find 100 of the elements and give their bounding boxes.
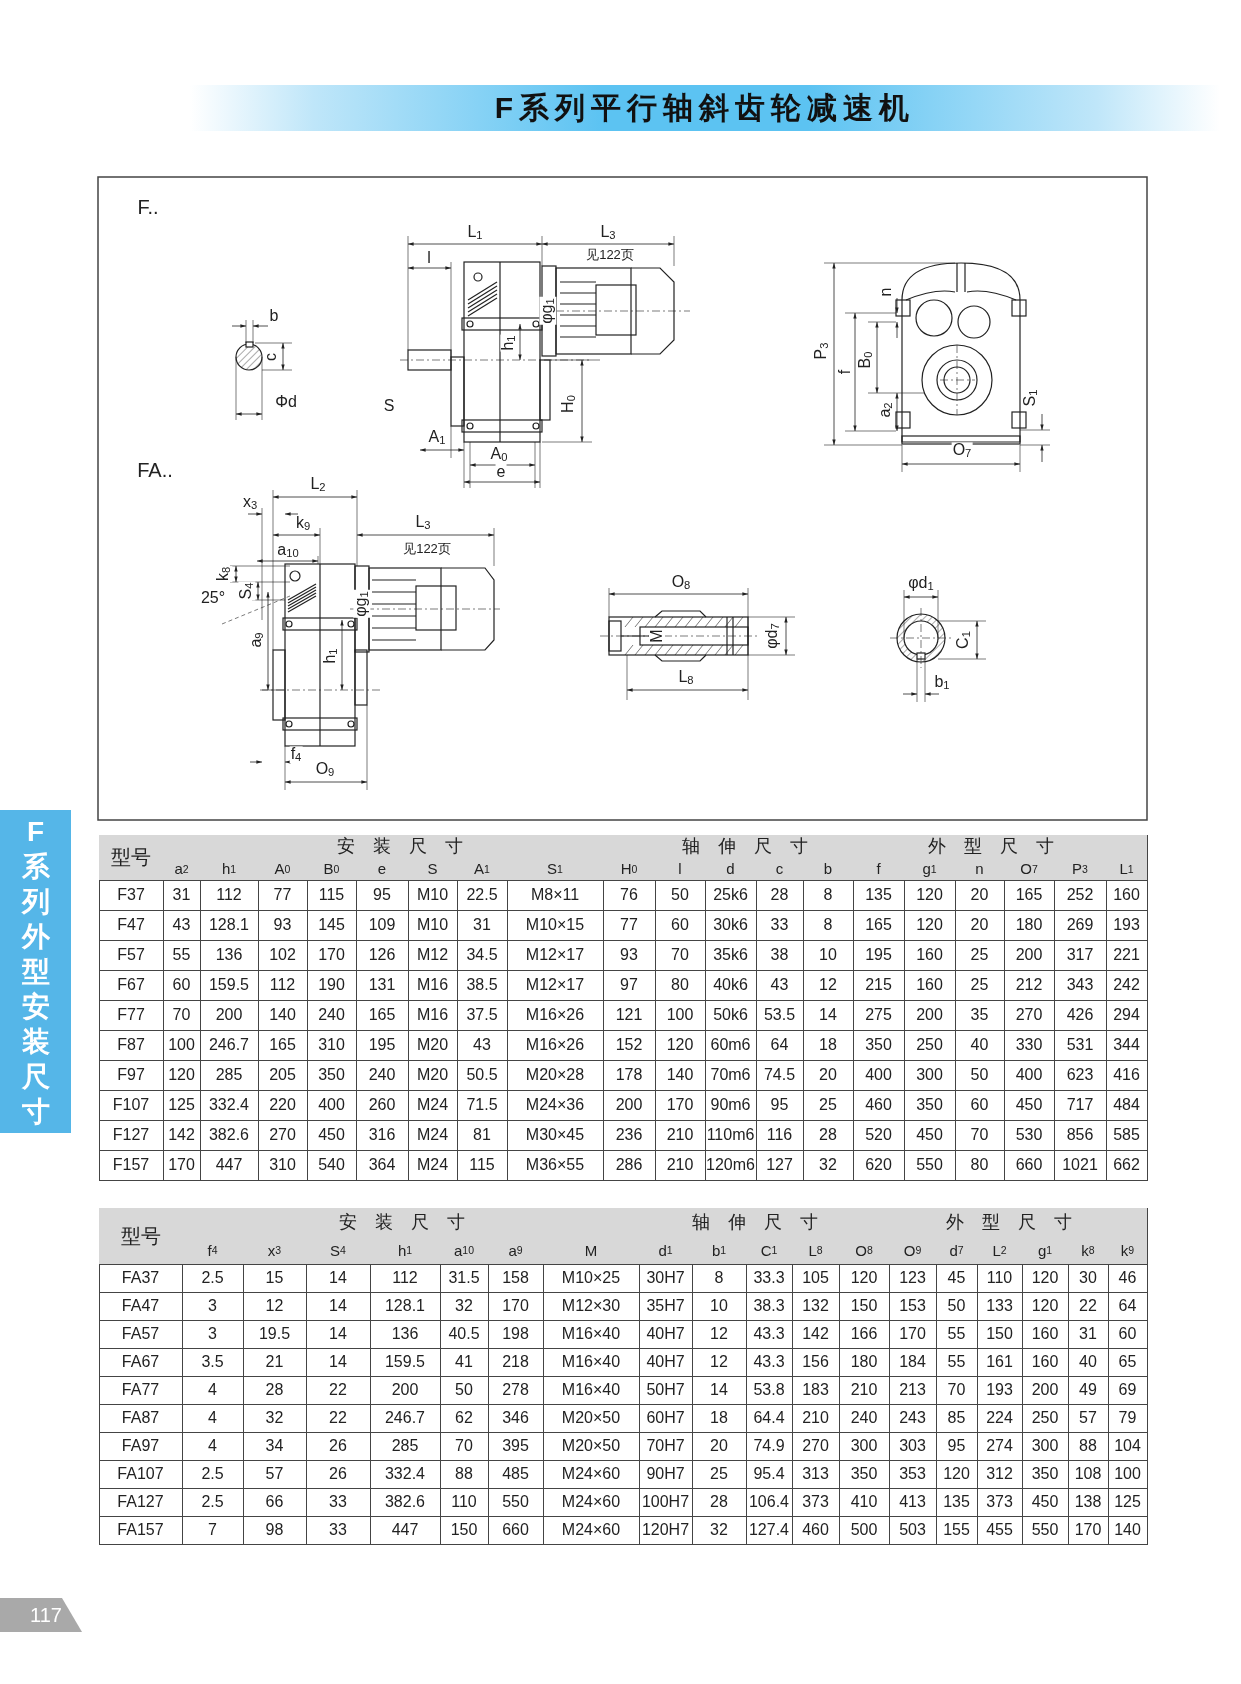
table-cell: 33 (306, 1516, 371, 1545)
table-cell: 150 (977, 1320, 1023, 1349)
table-cell: 413 (889, 1488, 937, 1517)
table-cell: M20 (408, 1060, 458, 1091)
table-cell: 100H7 (639, 1488, 693, 1517)
table-cell: 170 (655, 1090, 706, 1121)
table-cell: 165 (258, 1030, 308, 1061)
table-cell: F77 (99, 1000, 164, 1031)
table-cell: 123 (889, 1264, 937, 1293)
table-cell: 26 (306, 1460, 371, 1489)
table-cell: 285 (200, 1060, 259, 1091)
table-cell: 110m6 (705, 1120, 757, 1151)
table-cell: 28 (756, 880, 804, 911)
table-cell: 250 (904, 1030, 956, 1061)
table-cell: 64.4 (746, 1404, 793, 1433)
table-cell: 460 (853, 1090, 905, 1121)
table-cell: 184 (889, 1348, 937, 1377)
table-cell: 55 (936, 1348, 978, 1377)
table-cell: 60m6 (705, 1030, 757, 1061)
table-cell: 275 (853, 1000, 905, 1031)
table-cell: 140 (258, 1000, 308, 1031)
table-cell: 97 (603, 970, 656, 1001)
table-cell: 125 (163, 1090, 201, 1121)
table-cell: 40H7 (639, 1320, 693, 1349)
dimension-label: b$_{1}$ (933, 674, 951, 692)
table-cell: 40k6 (705, 970, 757, 1001)
table-cell: 460 (792, 1516, 840, 1545)
table-cell: 34 (243, 1432, 307, 1461)
table-cell: 46 (1108, 1264, 1148, 1293)
table-cell: 159.5 (370, 1348, 441, 1377)
table-cell: 62 (440, 1404, 489, 1433)
table-cell: 80 (955, 1150, 1005, 1181)
table-cell: 400 (1004, 1060, 1055, 1091)
table-cell: 115 (307, 880, 357, 911)
table-cell: 38.3 (746, 1292, 793, 1321)
dimension-label: e (495, 464, 507, 480)
table-cell: 60 (1108, 1320, 1148, 1349)
table-cell: M24 (408, 1090, 458, 1121)
table-cell: M30×45 (507, 1120, 604, 1151)
table-cell: 95 (356, 880, 409, 911)
table-cell: 662 (1106, 1150, 1148, 1181)
table-cell: 193 (1106, 910, 1148, 941)
table-cell: 585 (1106, 1120, 1148, 1151)
table-cell: 127.4 (746, 1516, 793, 1545)
dimension-label: l (426, 250, 432, 266)
table-cell: 200 (370, 1376, 441, 1405)
table-cell: 160 (904, 940, 956, 971)
table-cell: 198 (488, 1320, 544, 1349)
table-cell: 660 (1004, 1150, 1055, 1181)
table-cell: 32 (692, 1516, 747, 1545)
table-cell: 60 (655, 910, 706, 941)
table-cell: 70 (955, 1120, 1005, 1151)
table-cell: 285 (370, 1432, 441, 1461)
table-cell: F97 (99, 1060, 164, 1091)
column-header: l (655, 857, 706, 881)
table-cell: M24×60 (543, 1460, 640, 1489)
table-cell: 70 (655, 940, 706, 971)
table-cell: 3 (182, 1292, 244, 1321)
table-cell: 112 (370, 1264, 441, 1293)
table-cell: 200 (904, 1000, 956, 1031)
column-header: 型号 (99, 1208, 183, 1265)
table-cell: 50 (955, 1060, 1005, 1091)
table-cell: 104 (1108, 1432, 1148, 1461)
table-cell: 195 (853, 940, 905, 971)
table-cell: 95 (756, 1090, 804, 1121)
table-cell: 116 (756, 1120, 804, 1151)
table-cell: 550 (904, 1150, 956, 1181)
table-cell: 88 (1068, 1432, 1109, 1461)
table-cell: 270 (1004, 1000, 1055, 1031)
table-cell: 303 (889, 1432, 937, 1461)
table-cell: 18 (692, 1404, 747, 1433)
table-cell: M20×28 (507, 1060, 604, 1091)
table-cell: 38.5 (457, 970, 508, 1001)
table-cell: 22.5 (457, 880, 508, 911)
table-cell: F87 (99, 1030, 164, 1061)
table-cell: 4 (182, 1432, 244, 1461)
dimension-label: L$_{8}$ (677, 669, 695, 687)
table-cell: M16 (408, 1000, 458, 1031)
table-cell: 70H7 (639, 1432, 693, 1461)
table-cell: 180 (839, 1348, 890, 1377)
column-header: e (356, 857, 409, 881)
table-cell: FA87 (99, 1404, 183, 1433)
column-header: c (756, 857, 804, 881)
table-cell: 71.5 (457, 1090, 508, 1121)
dimension-label: L$_{1}$ (466, 224, 484, 242)
table-cell: 14 (803, 1000, 854, 1031)
table-cell: 158 (488, 1264, 544, 1293)
note-label: 见122页 (402, 541, 452, 555)
table-cell: 53.5 (756, 1000, 804, 1031)
table-cell: 12 (692, 1348, 747, 1377)
table-cell: 180 (1004, 910, 1055, 941)
table-cell: 1021 (1054, 1150, 1107, 1181)
table-cell: 30H7 (639, 1264, 693, 1293)
table-cell: F157 (99, 1150, 164, 1181)
table-cell: 115 (457, 1150, 508, 1181)
table-cell: 246.7 (200, 1030, 259, 1061)
table-cell: 22 (306, 1404, 371, 1433)
dimension-label: 25° (199, 590, 227, 606)
table-cell: 138 (1068, 1488, 1109, 1517)
table-cell: 12 (803, 970, 854, 1001)
